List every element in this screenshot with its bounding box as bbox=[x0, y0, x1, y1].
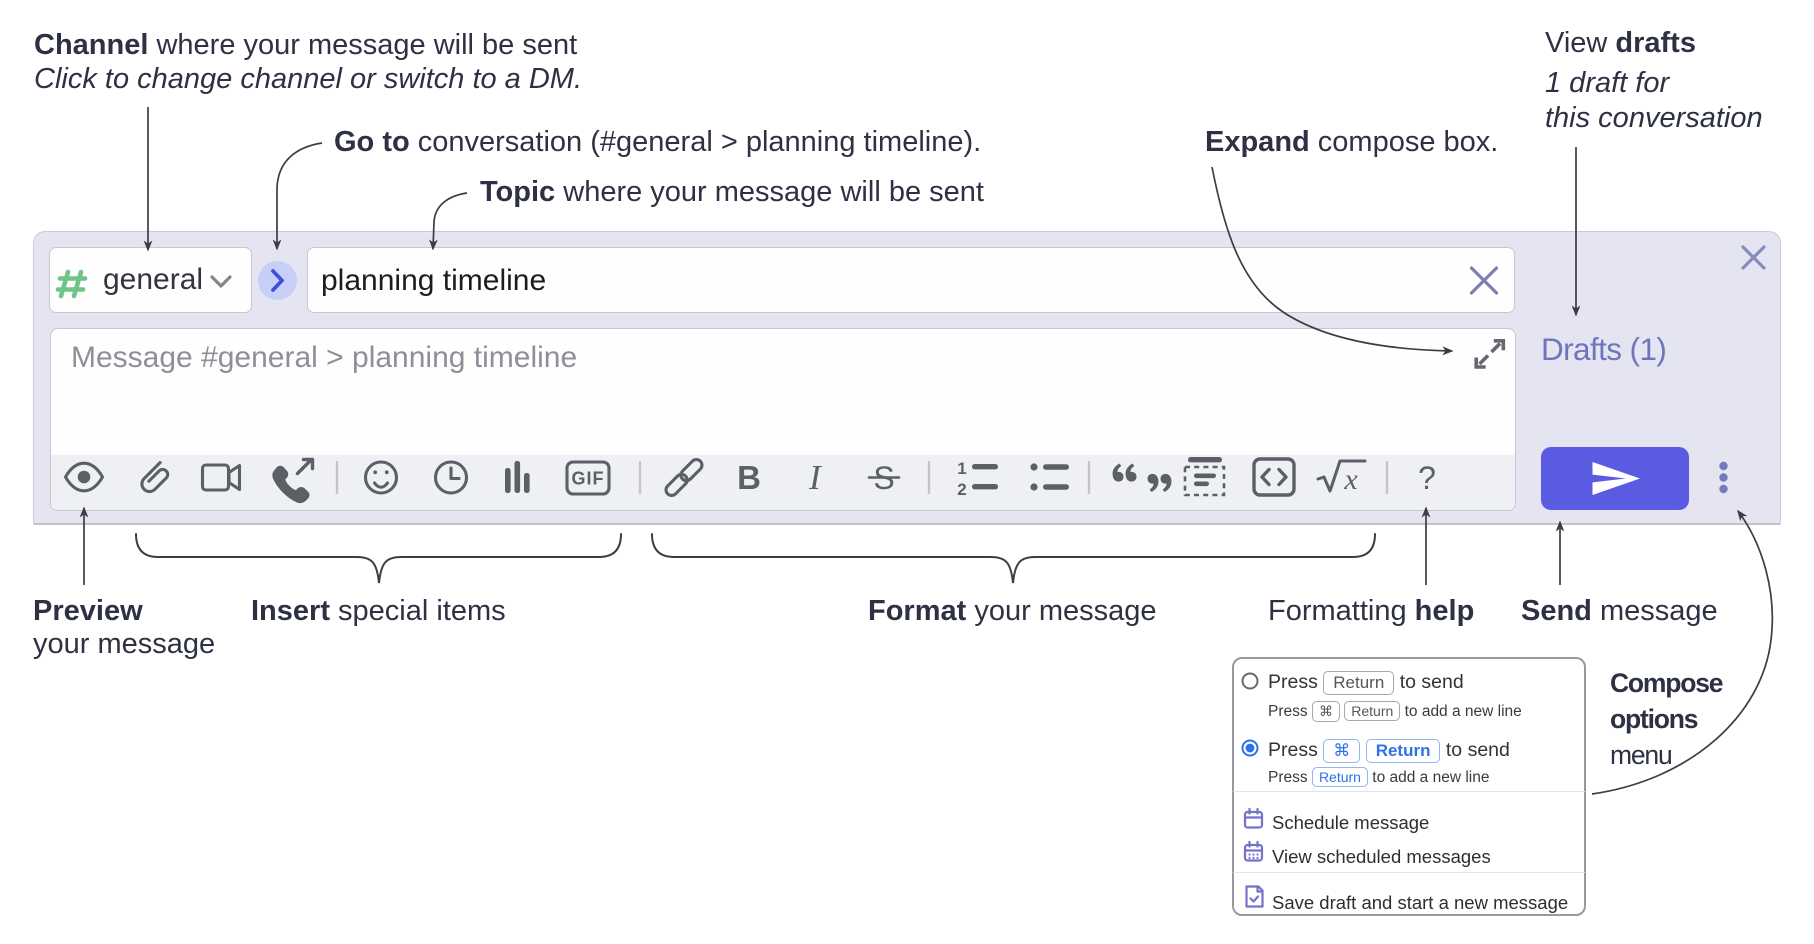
svg-text:1: 1 bbox=[957, 459, 966, 478]
svg-text:2: 2 bbox=[957, 480, 966, 499]
svg-text:B: B bbox=[737, 459, 761, 496]
svg-text:GIF: GIF bbox=[572, 469, 605, 489]
svg-text:I: I bbox=[808, 458, 823, 497]
svg-text:?: ? bbox=[1418, 460, 1436, 496]
svg-text:x: x bbox=[1343, 463, 1358, 496]
